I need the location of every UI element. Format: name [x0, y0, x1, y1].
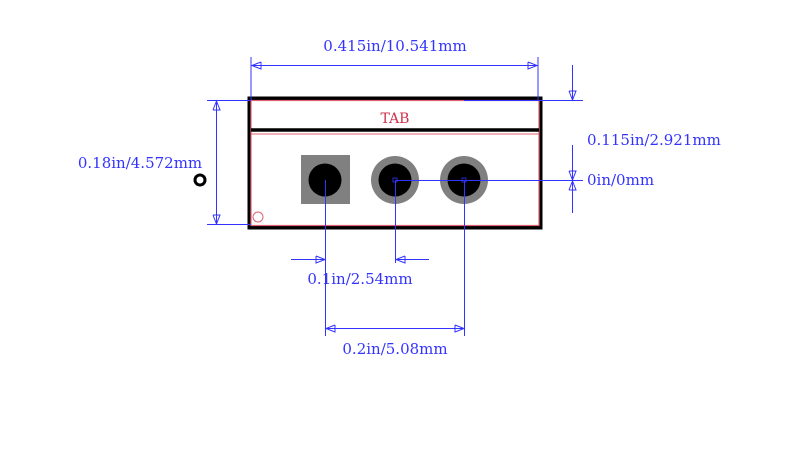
width-label: 0.415in/10.541mm — [323, 37, 466, 55]
pad-3-center — [461, 177, 467, 183]
pitch-dimension — [291, 180, 429, 336]
origin-marker-icon — [193, 173, 207, 187]
origin-offset-label: 0in/0mm — [587, 171, 654, 189]
span-label: 0.2in/5.08mm — [342, 340, 447, 358]
pitch-label: 0.1in/2.54mm — [307, 270, 412, 288]
tab-offset-label: 0.115in/2.921mm — [587, 131, 721, 149]
height-label: 0.18in/4.572mm — [78, 154, 202, 172]
pin1-marker — [252, 211, 264, 223]
span-dimension — [324, 180, 466, 336]
tab-label: TAB — [381, 111, 410, 127]
pad-2-center — [392, 177, 398, 183]
tab-offset-dimension — [395, 65, 583, 213]
width-dimension — [250, 57, 539, 100]
height-dimension — [207, 99, 251, 226]
